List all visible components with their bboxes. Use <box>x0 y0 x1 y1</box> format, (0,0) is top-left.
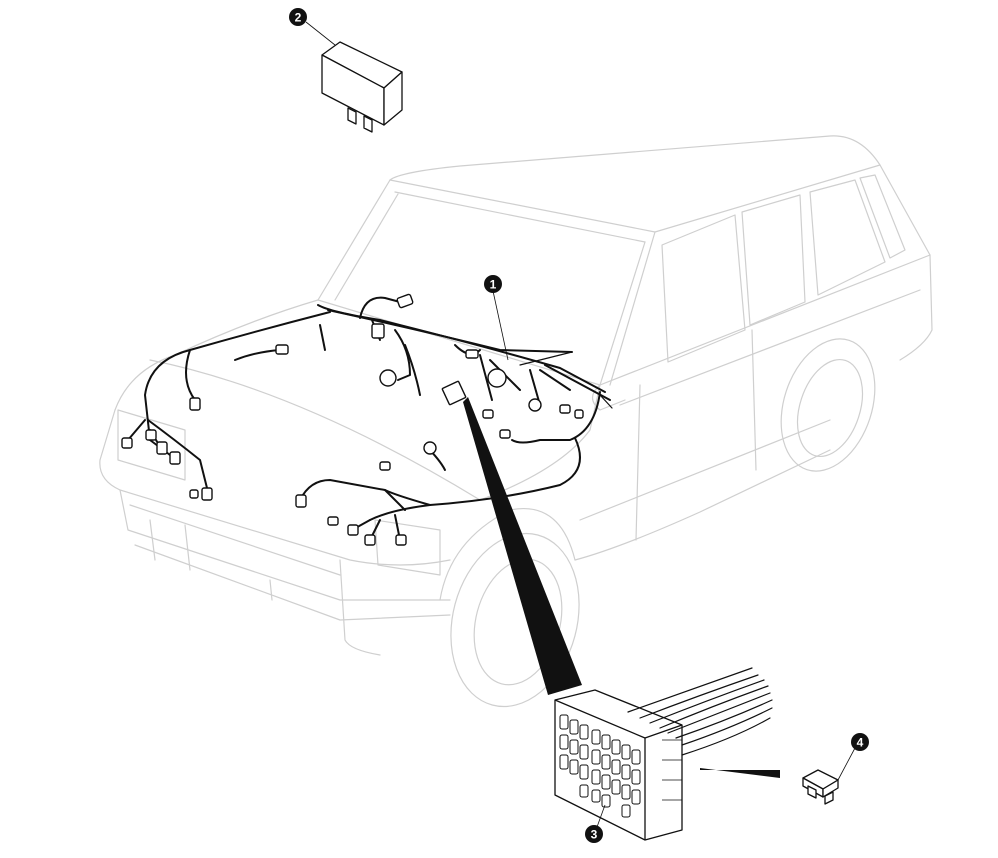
callout-number: 2 <box>295 11 302 25</box>
vehicle-outline <box>99 135 933 708</box>
callout-badge-2: 2 <box>289 8 307 26</box>
callout-number: 1 <box>490 278 497 292</box>
pointer-wedges <box>463 397 780 778</box>
callout-number: 3 <box>591 828 598 842</box>
callout-badge-1: 1 <box>484 275 502 293</box>
callout-number: 4 <box>857 736 864 750</box>
main-wiring-harness <box>121 293 613 546</box>
blade-fuse-part <box>802 769 839 805</box>
callout-badge-4: 4 <box>851 733 869 751</box>
relay-part <box>321 41 403 133</box>
connector-wires <box>627 667 773 756</box>
connector-pin-grid <box>559 714 641 818</box>
leader-lines <box>305 21 856 828</box>
callout-badge-3: 3 <box>585 825 603 843</box>
multi-plug-connector <box>554 667 773 841</box>
